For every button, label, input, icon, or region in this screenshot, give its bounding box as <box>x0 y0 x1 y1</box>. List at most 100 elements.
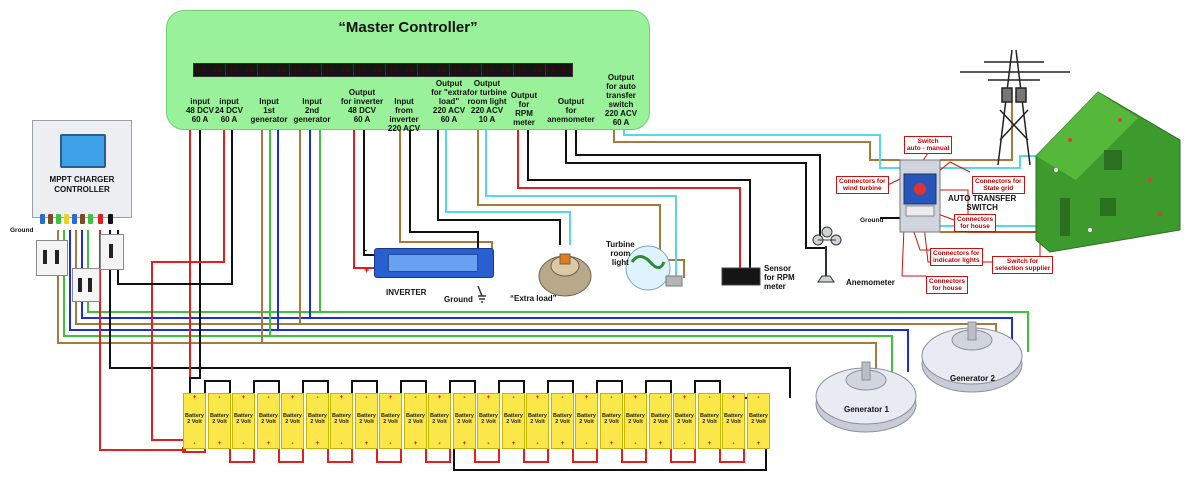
battery-plus-terminal: + <box>756 441 761 447</box>
wire-anem-black-2 <box>575 128 821 240</box>
mppt-terminal-green <box>56 214 61 224</box>
battery-minus-terminal: - <box>634 441 637 447</box>
battery-plus-terminal: + <box>560 441 565 447</box>
display-11: 88.88 <box>513 63 547 77</box>
wire-blue-bus-2 <box>69 230 909 372</box>
battery-plus-terminal: + <box>535 395 540 401</box>
battery-minus-terminal: - <box>463 395 466 401</box>
display-5: 88.88 <box>321 63 355 77</box>
battery-plus-terminal: + <box>266 441 271 447</box>
display-digits: 88.88 <box>292 66 320 74</box>
display-4: 88.88 <box>289 63 323 77</box>
generator-1-label: Generator 1 <box>844 405 889 414</box>
battery-minus-terminal: - <box>585 441 588 447</box>
display-digits: 88.88 <box>452 66 480 74</box>
battery-plus-terminal: + <box>388 395 393 401</box>
wire-red-bus <box>99 230 186 451</box>
battery-minus-terminal: - <box>561 395 564 401</box>
battery-label: Battery 2 Volt <box>455 413 474 425</box>
wire-green-bus-2 <box>63 230 893 372</box>
battery-minus-terminal: - <box>218 395 221 401</box>
display-digits: 88.88 <box>546 66 573 74</box>
wire-battery-red-in <box>182 447 206 453</box>
battery-label: Battery 2 Volt <box>381 413 400 425</box>
display-digits: 88.88 <box>484 66 512 74</box>
inverter-panel <box>388 254 478 272</box>
breaker-right <box>100 234 124 270</box>
battery-minus-terminal: - <box>389 441 392 447</box>
battery-cell: -Battery 2 Volt+ <box>698 393 721 449</box>
battery-minus-terminal: - <box>267 395 270 401</box>
ats-label: AUTO TRANSFER SWITCH <box>948 194 1017 212</box>
master-controller-title: “Master Controller” <box>338 19 478 36</box>
grass-house <box>1035 91 1181 253</box>
battery-plus-terminal: + <box>315 441 320 447</box>
battery-label: Battery 2 Volt <box>430 413 449 425</box>
battery-label: Battery 2 Volt <box>406 413 425 425</box>
battery-cell: -Battery 2 Volt+ <box>502 393 525 449</box>
battery-minus-terminal: - <box>757 395 760 401</box>
battery-cell: -Battery 2 Volt+ <box>355 393 378 449</box>
mppt-terminal-green-2 <box>88 214 93 224</box>
battery-label: Battery 2 Volt <box>651 413 670 425</box>
battery-label: Battery 2 Volt <box>577 413 596 425</box>
battery-cell: +Battery 2 Volt- <box>183 393 206 449</box>
wire-light-brown <box>477 128 685 278</box>
wire-ats-grid-cyan <box>940 155 1040 169</box>
io-label-input-gen1: Input 1st generator <box>250 97 288 124</box>
battery-plus-terminal: + <box>731 395 736 401</box>
battery-minus-terminal: - <box>732 441 735 447</box>
battery-cell: +Battery 2 Volt- <box>673 393 696 449</box>
wire-rpm-black <box>527 128 751 268</box>
battery-cell: -Battery 2 Volt+ <box>649 393 672 449</box>
io-label-input-48v: input 48 DCV 60 A <box>185 97 214 124</box>
display-digits: 88.88 <box>420 66 448 74</box>
battery-label: Battery 2 Volt <box>357 413 376 425</box>
mppt-terminal-blue <box>40 214 45 224</box>
wire-inv-red <box>353 128 374 269</box>
display-12: 88.88 <box>545 63 573 77</box>
display-9: 88.88 <box>449 63 483 77</box>
battery-cell: +Battery 2 Volt- <box>232 393 255 449</box>
io-label-input-24v: input 24 DCV 60 A <box>214 97 243 124</box>
battery-cell: -Battery 2 Volt+ <box>453 393 476 449</box>
wire-anem-black <box>565 128 826 249</box>
mppt-ground-label: Ground <box>10 227 34 234</box>
battery-plus-terminal: + <box>192 395 197 401</box>
battery-cell: +Battery 2 Volt- <box>428 393 451 449</box>
callout-house-connectors-1: Connectors for house <box>954 214 997 232</box>
battery-links-bottom <box>229 447 745 463</box>
battery-plus-terminal: + <box>217 441 222 447</box>
battery-cell: +Battery 2 Volt- <box>624 393 647 449</box>
battery-cell: +Battery 2 Volt- <box>281 393 304 449</box>
display-6: 88.88 <box>353 63 387 77</box>
inverter-label: INVERTER <box>386 288 427 297</box>
wire-brown-bus-2 <box>57 230 877 372</box>
callout-indicator-lights: Connectors for indicator lights <box>930 248 983 266</box>
mppt-display <box>60 134 106 168</box>
mppt-terminal-brown-2 <box>80 214 85 224</box>
battery-minus-terminal: - <box>414 395 417 401</box>
power-pylon <box>960 49 1070 166</box>
battery-plus-terminal: + <box>682 395 687 401</box>
mppt-terminal-brown <box>48 214 53 224</box>
ground-symbols <box>477 285 486 303</box>
display-8: 88.88 <box>417 63 451 77</box>
battery-minus-terminal: - <box>610 395 613 401</box>
display-10: 88.88 <box>481 63 515 77</box>
battery-minus-terminal: - <box>487 441 490 447</box>
extra-load-device <box>538 253 592 297</box>
anemometer-device <box>812 226 842 283</box>
battery-minus-terminal: - <box>438 441 441 447</box>
battery-cell: -Battery 2 Volt+ <box>551 393 574 449</box>
battery-plus-terminal: + <box>339 395 344 401</box>
rpm-sensor-label: Sensor for RPM meter <box>764 264 795 291</box>
battery-plus-terminal: + <box>707 441 712 447</box>
battery-cell: -Battery 2 Volt+ <box>306 393 329 449</box>
battery-plus-terminal: + <box>633 395 638 401</box>
battery-cell: +Battery 2 Volt- <box>330 393 353 449</box>
io-label-output-rpm: Output for RPM meter <box>510 91 538 127</box>
battery-links-top <box>204 380 721 393</box>
wire-24v-black <box>117 128 233 285</box>
